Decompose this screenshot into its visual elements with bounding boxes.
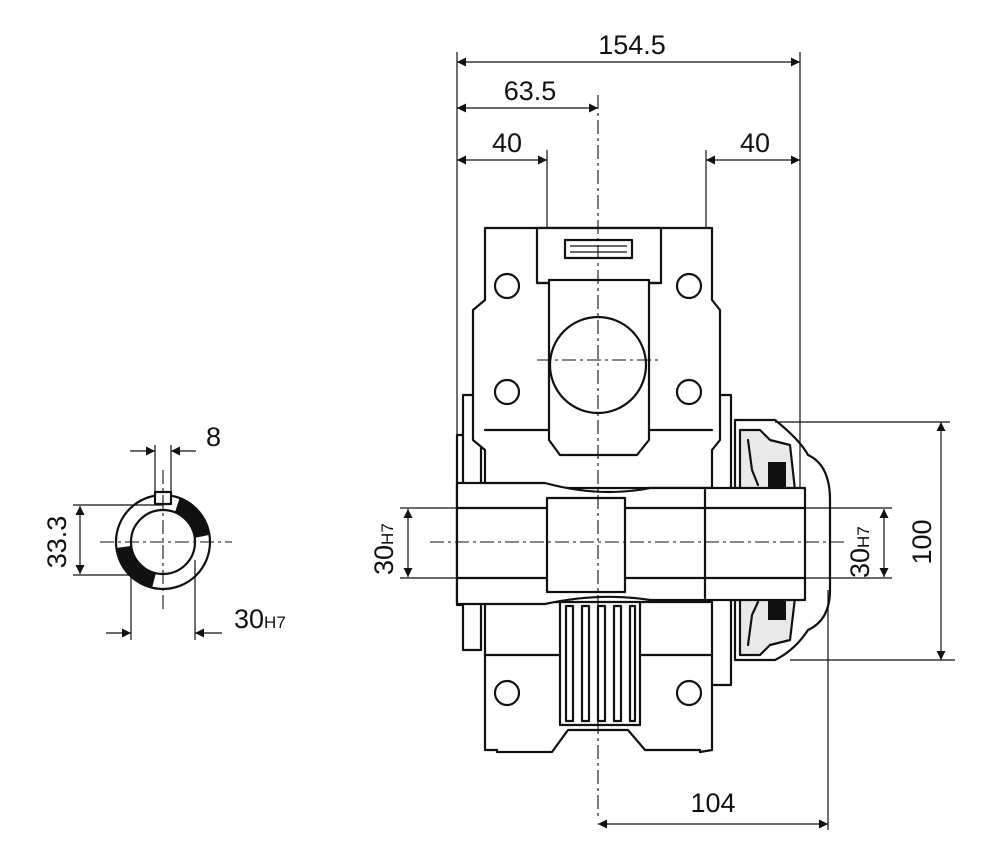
bore-section-view: 8 33.3 30H7 bbox=[42, 422, 286, 640]
dim-overall-width: 154.5 bbox=[598, 30, 666, 60]
dim-keyway-depth: 33.3 bbox=[42, 516, 72, 569]
dim-bore-section: 30H7 bbox=[234, 604, 286, 634]
dimension-lines: 154.5 63.5 40 40 30H7 30H7 100 104 bbox=[369, 30, 955, 830]
dim-half-width: 63.5 bbox=[504, 76, 557, 106]
dim-height: 100 bbox=[907, 519, 937, 564]
dim-shaft-offset: 104 bbox=[690, 788, 735, 818]
dim-keyway-width: 8 bbox=[206, 422, 221, 452]
gearbox-side-view bbox=[430, 95, 845, 820]
dim-bore-left: 30H7 bbox=[369, 523, 399, 575]
dim-bore-right: 30H7 bbox=[845, 526, 875, 578]
dim-right-flange: 40 bbox=[740, 128, 770, 158]
dim-left-flange: 40 bbox=[492, 128, 522, 158]
